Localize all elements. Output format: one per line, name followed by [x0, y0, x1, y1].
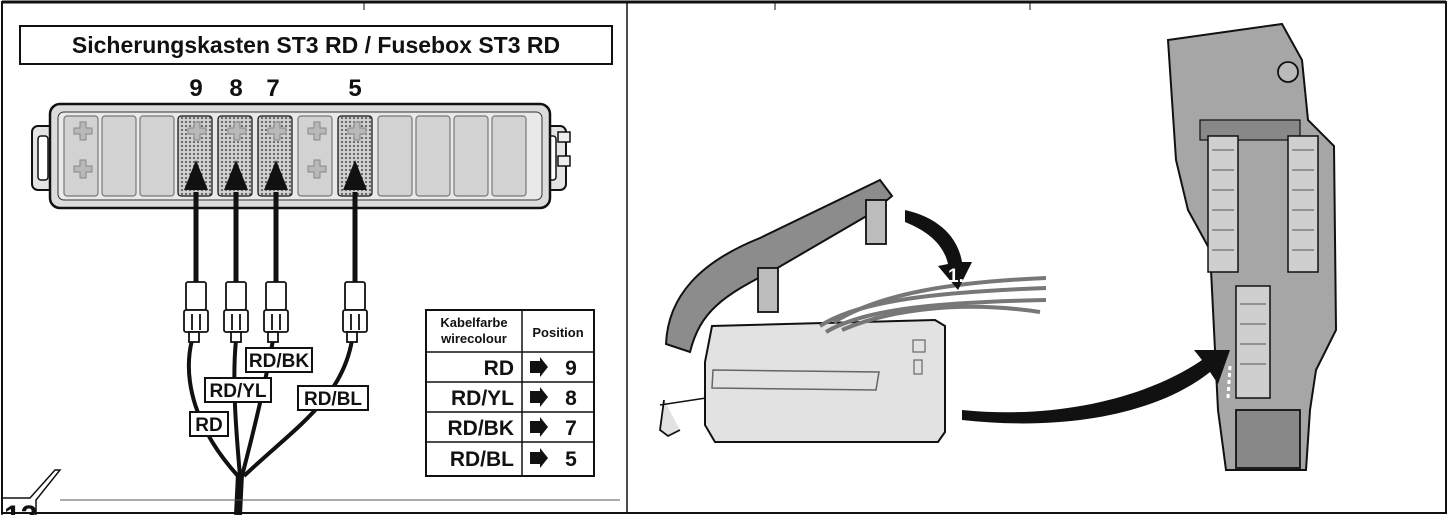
arrow-9 [184, 160, 208, 190]
step-1-label: 1. [948, 266, 964, 287]
right-arrow-icon [530, 357, 548, 377]
wires [186, 192, 358, 515]
wire-connectors [183, 281, 368, 343]
right-arrow-icon [530, 387, 548, 407]
table-row-position: 5 [565, 448, 577, 471]
table-row-colour: RD/BK [448, 417, 515, 440]
table-row-colour: RD/BL [450, 448, 514, 471]
step-arrows: 1. 2. [905, 210, 1230, 424]
fusebox-bracket-drawing [1166, 22, 1338, 471]
wire-label-rd-bk: RD/BK [249, 351, 309, 372]
table-row-position: 8 [565, 387, 577, 410]
position-number-9: 9 [189, 75, 202, 102]
step-2-arrow [962, 350, 1230, 424]
wire-position-table: Kabelfarbe wirecolour Position RD 9 RD/Y… [425, 309, 595, 477]
wire-labels: RD/BK RD/YL RD/BL RD [189, 347, 369, 437]
diagram-title: Sicherungskasten ST3 RD / Fusebox ST3 RD [72, 32, 560, 58]
right-arrow-icon [530, 448, 548, 468]
page-number: 12 [4, 500, 37, 515]
arrow-8 [224, 160, 248, 190]
table-header-position: Position [532, 325, 583, 340]
connector-7 [263, 281, 289, 343]
table-row-position: 7 [565, 417, 577, 440]
arrow-7 [264, 160, 288, 190]
wire-label-rd-yl: RD/YL [210, 381, 267, 402]
fuse-position-numbers: 9 8 7 5 [189, 75, 361, 102]
position-number-5: 5 [348, 75, 361, 102]
right-arrow-icon [530, 417, 548, 437]
connector-8 [223, 281, 249, 343]
wire-label-rd: RD [195, 415, 222, 436]
step-1-arrow [905, 210, 972, 290]
table-row-position: 9 [565, 357, 577, 380]
connector-5 [342, 281, 368, 343]
title-box: Sicherungskasten ST3 RD / Fusebox ST3 RD [19, 25, 613, 65]
position-number-7: 7 [266, 75, 279, 102]
page-number-tab: 12 [1, 469, 620, 515]
table-row-colour: RD/YL [451, 387, 514, 410]
connector-9 [183, 281, 209, 343]
fuse-slots [63, 115, 527, 197]
fusebox-cover-drawing [659, 178, 1047, 443]
table-row-colour: RD [484, 357, 514, 380]
table-header-colour-de: Kabelfarbe [440, 315, 507, 330]
arrow-5 [343, 160, 367, 190]
table-header-colour-en: wirecolour [440, 331, 507, 346]
fusebox-drawing [31, 102, 571, 210]
step-2-label: 2. [1196, 380, 1212, 401]
wire-label-rd-bl: RD/BL [304, 389, 362, 410]
position-number-8: 8 [229, 75, 242, 102]
insertion-arrows [184, 160, 367, 190]
